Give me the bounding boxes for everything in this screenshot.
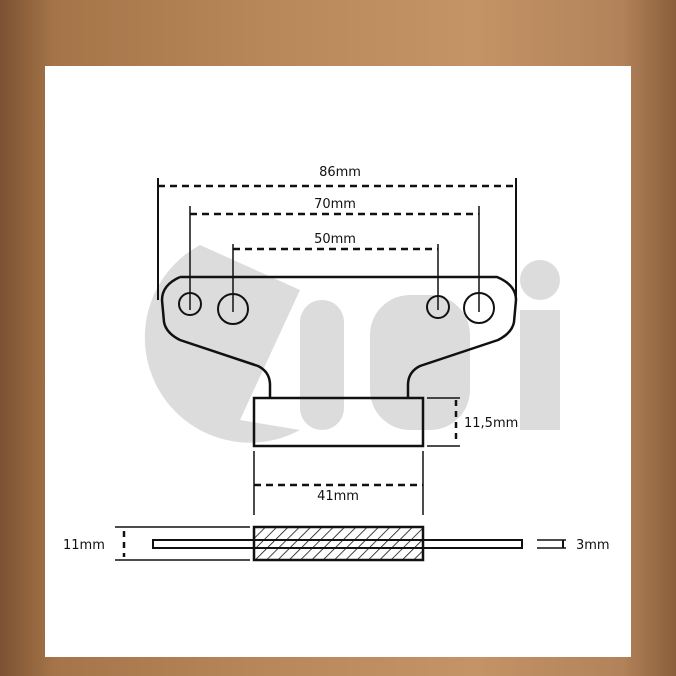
hole-outer-right [463,292,495,324]
side-block-hatched [252,525,425,562]
hole-inner-left [217,293,249,325]
base-block [252,396,425,448]
label-86mm: 86mm [319,165,361,180]
hole-outer-left [178,292,202,316]
label-11-5mm: 11,5mm [464,416,518,431]
label-41mm: 41mm [317,489,359,504]
label-50mm: 50mm [314,232,356,247]
label-11mm: 11mm [63,538,105,553]
bracket-plate [160,275,518,398]
label-3mm: 3mm [576,538,610,553]
hole-inner-right [426,295,450,319]
label-70mm: 70mm [314,197,356,212]
